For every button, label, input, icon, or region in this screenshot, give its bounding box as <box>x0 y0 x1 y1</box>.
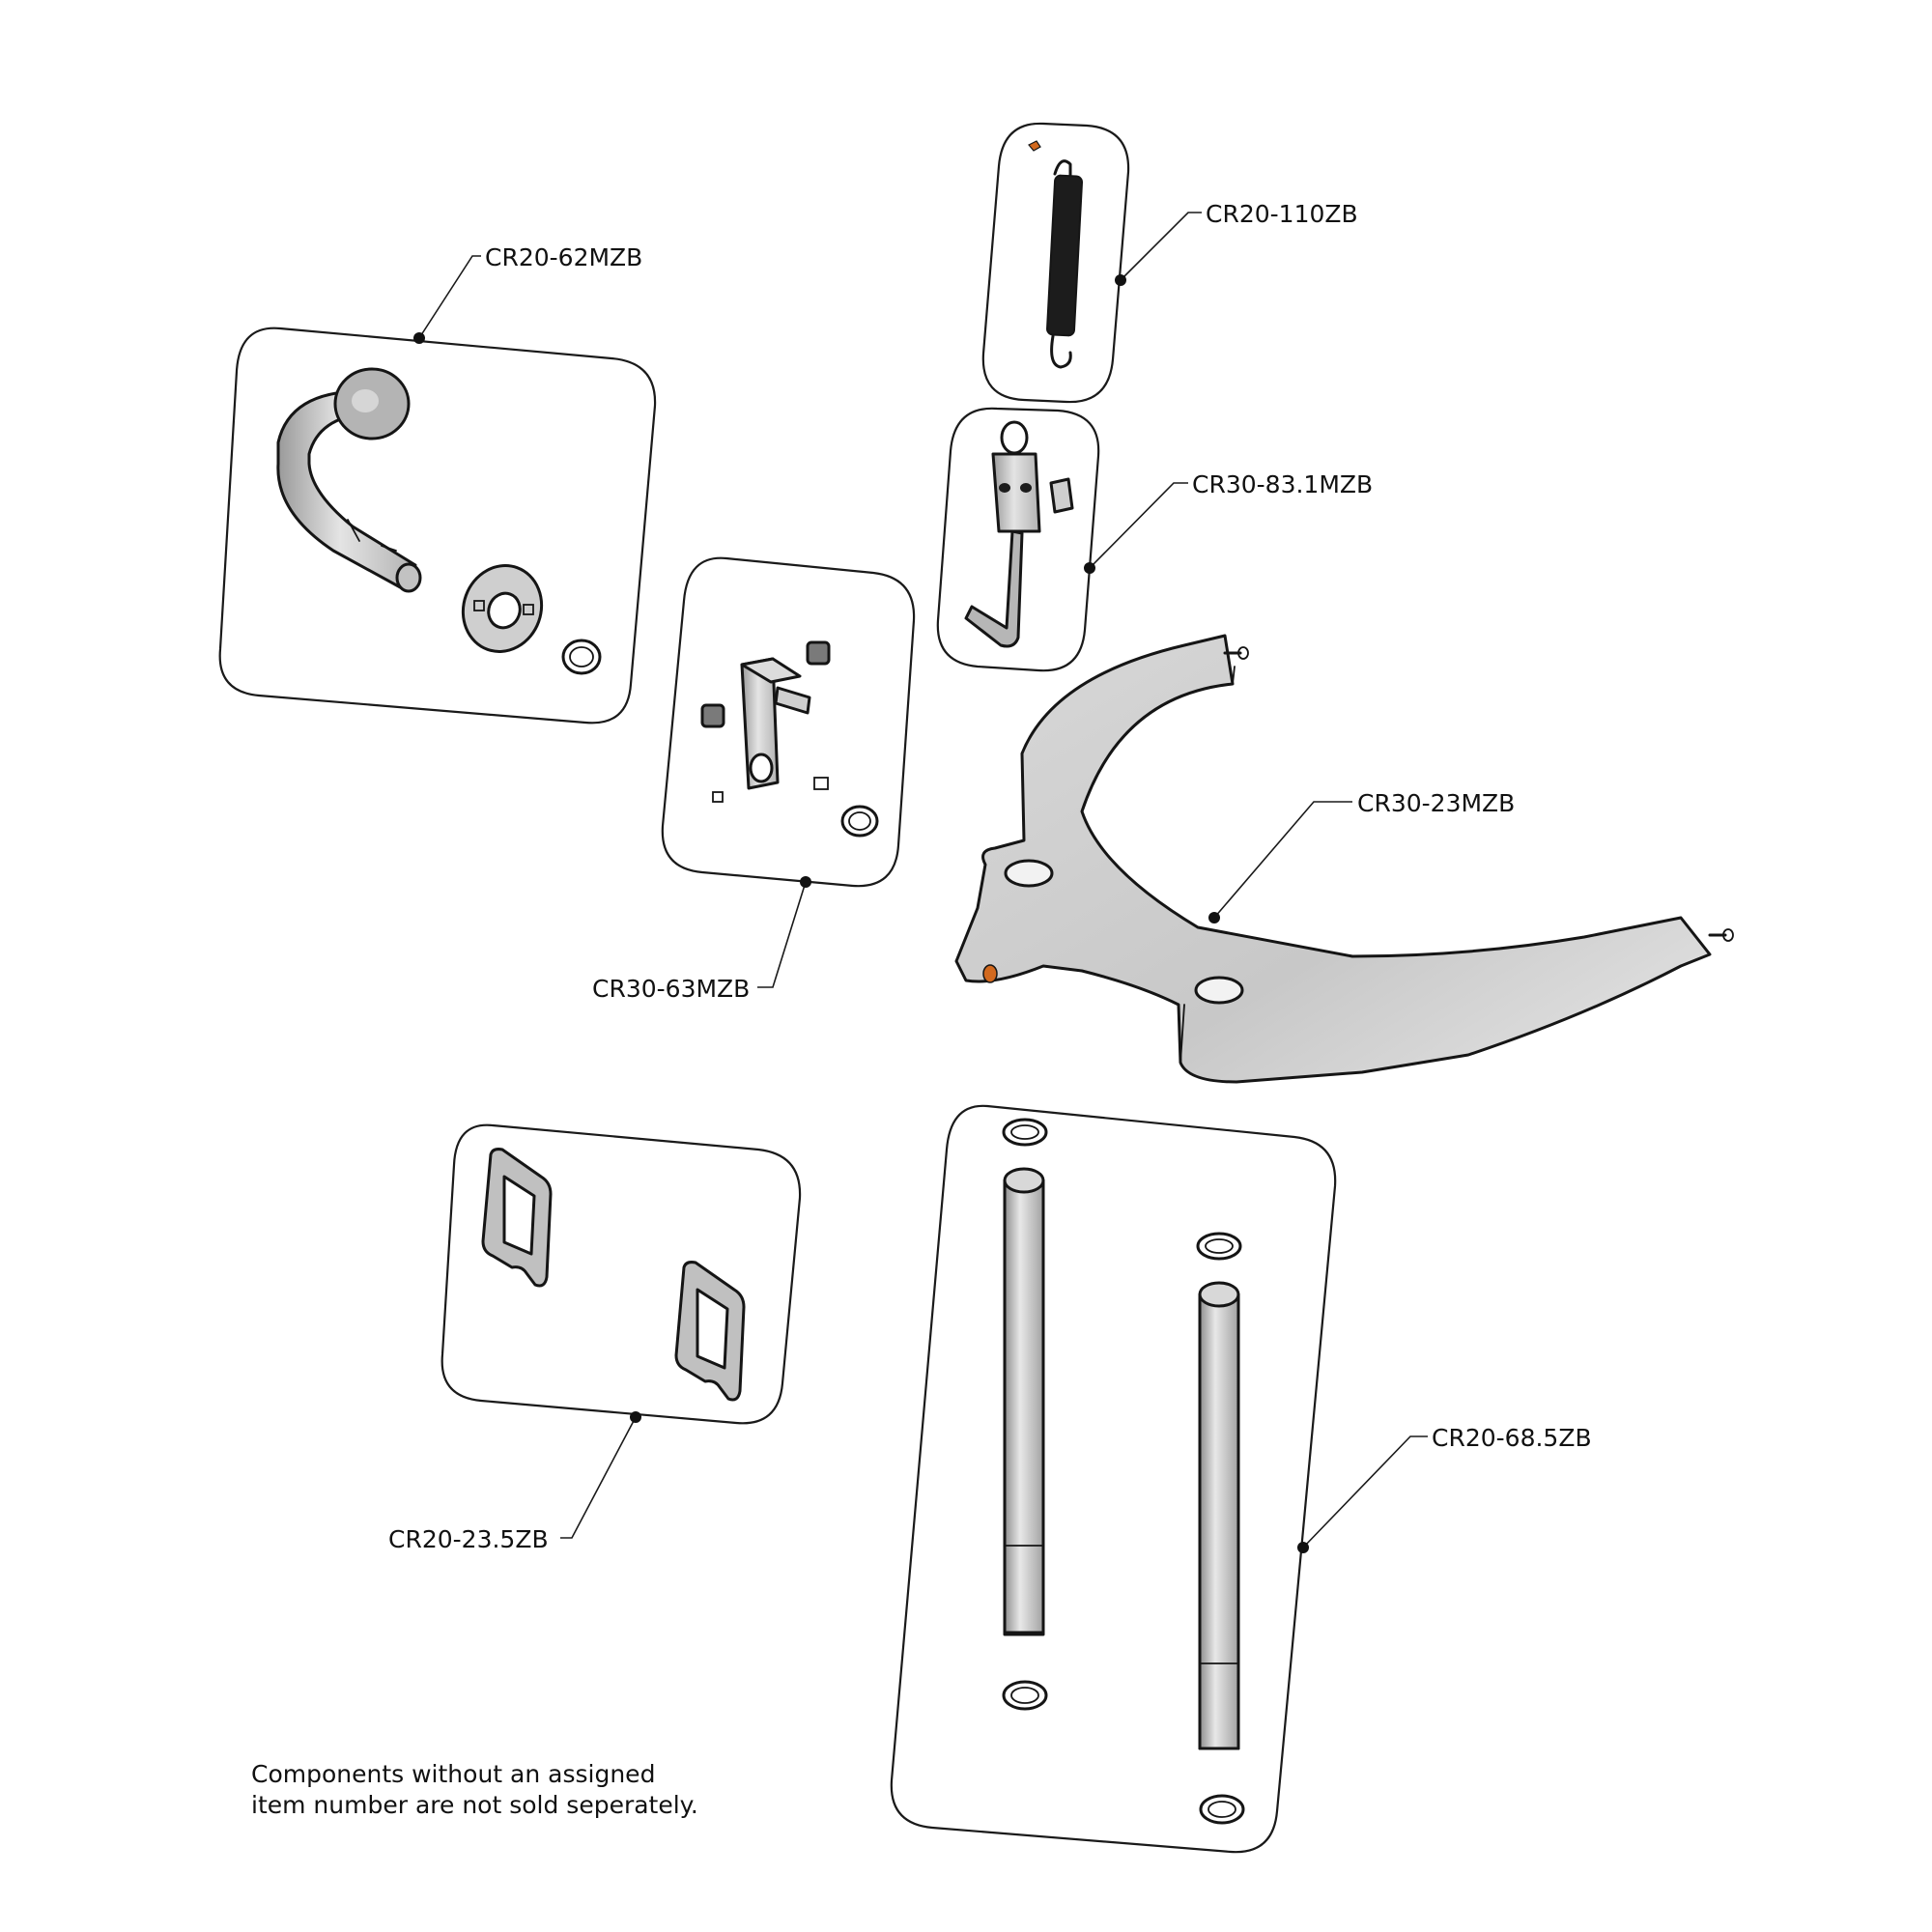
leader-line <box>418 255 481 339</box>
leader-dot <box>1084 562 1095 574</box>
part-label: CR30-83.1MZB <box>1192 470 1373 498</box>
part-group-cr30-83-1mzb: CR30-83.1MZB <box>936 407 1373 672</box>
part-group-cr20-23-5zb: CR20-23.5ZB <box>388 1123 802 1553</box>
leader-line <box>1302 1435 1428 1548</box>
shaft-illustration <box>1198 1281 1240 1750</box>
footnote-line-2: item number are not sold seperately. <box>251 1791 698 1819</box>
leader-line <box>1120 212 1202 281</box>
footnote: Components without an assigned item numb… <box>251 1760 698 1819</box>
part-group-cr20-62mzb: CR20-62MZB <box>218 243 657 724</box>
flange-disc-illustration <box>461 564 544 653</box>
leader-dot <box>413 332 425 344</box>
pivot-block-illustration <box>700 640 879 838</box>
leader-line <box>757 881 807 988</box>
part-label: CR30-63MZB <box>592 975 750 1003</box>
leader-dot <box>1115 274 1126 286</box>
yoke-arm-illustration <box>954 634 1734 1084</box>
part-group-cr20-68-5zb: CR20-68.5ZB <box>890 1104 1592 1854</box>
bracket-plate-illustration <box>674 1261 746 1402</box>
retaining-ring-illustration <box>561 639 602 675</box>
retaining-ring-illustration <box>1002 1680 1048 1711</box>
leader-dot <box>630 1411 641 1423</box>
extension-spring-illustration <box>1028 140 1084 369</box>
leader-dot <box>1297 1542 1309 1553</box>
part-label: CR20-23.5ZB <box>388 1525 549 1553</box>
retaining-ring-illustration <box>1196 1232 1242 1261</box>
part-group-cr30-63mzb: CR30-63MZB <box>592 556 916 1003</box>
crank-handle-illustration <box>276 367 422 593</box>
footnote-line-1: Components without an assigned <box>251 1760 655 1788</box>
part-panel <box>890 1104 1337 1854</box>
leader-line <box>1089 482 1188 569</box>
retaining-ring-illustration <box>1199 1794 1245 1825</box>
retaining-ring-illustration <box>1002 1118 1048 1147</box>
part-group-cr20-110zb: CR20-110ZB <box>981 122 1358 404</box>
part-label: CR20-62MZB <box>485 243 642 271</box>
leader-line <box>1213 801 1352 919</box>
leader-dot <box>800 876 811 888</box>
shaft-illustration <box>1003 1167 1045 1636</box>
part-label: CR30-23MZB <box>1357 789 1515 817</box>
bracket-plate-illustration <box>481 1148 553 1288</box>
part-label: CR20-68.5ZB <box>1432 1424 1592 1452</box>
leader-line <box>560 1416 637 1539</box>
leader-dot <box>1208 912 1220 923</box>
part-panel <box>661 556 916 888</box>
part-label: CR20-110ZB <box>1206 200 1358 228</box>
part-group-cr30-23mzb: CR30-23MZB <box>954 634 1734 1084</box>
latch-pin-illustration <box>964 420 1074 648</box>
